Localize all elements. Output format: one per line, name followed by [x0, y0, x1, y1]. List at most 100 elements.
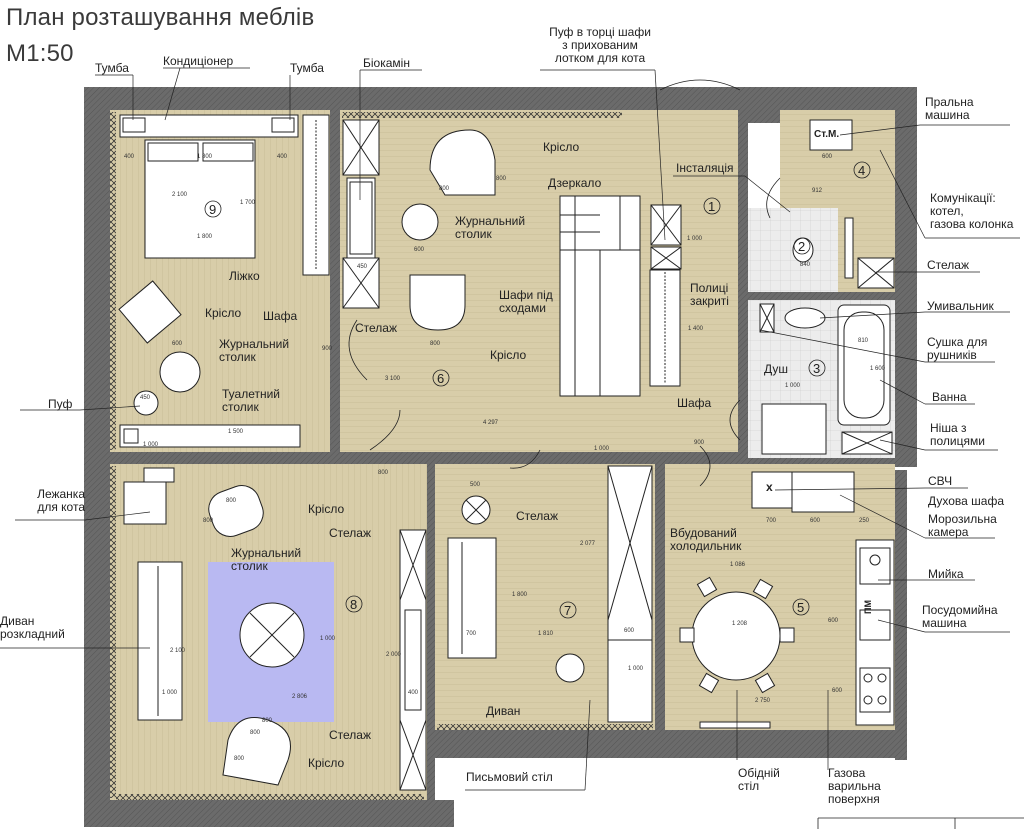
dimensions: 1 800 400 400 2 100 1 700 1 800 600 450 …: [124, 154, 886, 762]
svg-text:2 077: 2 077: [580, 541, 596, 547]
svg-text:2 806: 2 806: [292, 694, 308, 700]
armchair-6b: [409, 274, 466, 331]
svg-text:1 400: 1 400: [688, 326, 704, 332]
label-shafy-skhody: Шафи під сходами: [499, 288, 553, 315]
svg-text:2 100: 2 100: [172, 192, 188, 198]
label-polytsi: Полиці закриті: [690, 281, 729, 308]
armchair-6a: [429, 129, 496, 196]
label-dukhova: Духова шафа: [928, 494, 1005, 508]
washbasin: [784, 307, 826, 329]
svg-text:1 800: 1 800: [512, 592, 528, 598]
washing-machine: [809, 119, 853, 151]
label-puf: Пуф: [48, 397, 73, 411]
label-zhurnal-8: Журнальний столик: [231, 546, 302, 573]
label-stelazh-bath: Стелаж: [927, 258, 970, 272]
svg-text:1 000: 1 000: [628, 666, 644, 672]
label-krislo-6b: Крісло: [490, 348, 527, 362]
label-obidnyi: Обідній стіл: [738, 766, 780, 793]
label-krislo-8a: Крісло: [308, 502, 345, 516]
label-zhurnal-9: Журнальний столик: [219, 337, 290, 364]
svg-text:3 100: 3 100: [385, 376, 401, 382]
label-biokamin: Біокамін: [363, 56, 410, 70]
label-myika: Мийка: [928, 567, 964, 581]
label-dzerkalo: Дзеркало: [548, 176, 602, 190]
dining-table: [691, 591, 781, 681]
label-krislo-6a: Крісло: [543, 140, 580, 154]
svg-text:1 810: 1 810: [538, 631, 554, 637]
label-umyvalnyk: Умивальник: [927, 299, 994, 313]
label-puf-shafa: Пуф в торці шафи з прихованим лотком для…: [549, 25, 651, 65]
svg-text:1 800: 1 800: [197, 234, 213, 240]
label-nisha: Ніша з полицями: [930, 421, 985, 448]
label-posudo: Посудомийна машина: [922, 603, 998, 630]
armchair-room-9: [118, 280, 182, 344]
svg-text:800: 800: [439, 186, 450, 192]
room-numbers: 1 2 3 4 5 6 7 8 9: [204, 161, 871, 619]
svg-text:800: 800: [496, 176, 507, 182]
svg-text:2 750: 2 750: [755, 698, 771, 704]
svg-text:400: 400: [277, 154, 288, 160]
svg-text:840: 840: [800, 262, 811, 268]
staircase: [559, 195, 641, 397]
svg-text:800: 800: [262, 718, 273, 724]
label-stelazh-6: Стелаж: [355, 321, 398, 335]
label-lezhanka: Лежанка для кота: [37, 487, 85, 514]
oven: [791, 471, 855, 513]
svg-text:2 000: 2 000: [386, 652, 402, 658]
svg-text:250: 250: [859, 518, 870, 524]
label-tualet: Туалетний столик: [222, 387, 281, 414]
svg-text:600: 600: [624, 628, 635, 634]
label-stelazh-8a: Стелаж: [329, 526, 372, 540]
label-pysmovyi: Письмовий стіл: [466, 770, 553, 784]
svg-text:1 700: 1 700: [240, 200, 256, 206]
label-shafa-6: Шафа: [677, 396, 712, 410]
svg-text:4 297: 4 297: [483, 420, 499, 426]
label-lizhko: Ліжко: [229, 269, 260, 283]
outer-walls: [84, 87, 917, 827]
svg-text:912: 912: [812, 188, 823, 194]
svg-text:810: 810: [858, 338, 869, 344]
svg-text:2: 2: [798, 239, 805, 254]
label-krislo-9: Крісло: [205, 306, 242, 320]
sofa-7: [447, 537, 497, 659]
svg-text:600: 600: [414, 247, 425, 253]
label-moroz: Морозильна камера: [928, 512, 997, 539]
label-stelazh-8b: Стелаж: [329, 728, 372, 742]
svg-text:1 000: 1 000: [687, 236, 703, 242]
svg-text:8: 8: [350, 597, 357, 612]
sofa-bed: [137, 561, 183, 721]
pouf: [133, 390, 159, 416]
skirting: [110, 112, 653, 800]
svg-text:800: 800: [203, 518, 214, 524]
svg-text:900: 900: [694, 440, 705, 446]
dressing-table: [119, 424, 301, 448]
svg-text:800: 800: [430, 341, 441, 347]
svg-text:1 000: 1 000: [594, 446, 610, 452]
label-vbud: Вбудований холодильник: [670, 526, 742, 553]
svg-text:1 500: 1 500: [228, 429, 244, 435]
svg-text:1 800: 1 800: [197, 154, 213, 160]
svg-text:800: 800: [226, 498, 237, 504]
plan-title: План розташування меблів: [6, 4, 315, 31]
label-dyvan-7: Диван: [486, 704, 521, 718]
svg-text:700: 700: [466, 631, 477, 637]
svg-text:1 208: 1 208: [732, 621, 748, 627]
svg-text:800: 800: [234, 756, 245, 762]
label-dyvan-8: Диван розкладний: [0, 614, 65, 641]
svg-text:1 086: 1 086: [730, 562, 746, 568]
svg-text:1: 1: [708, 199, 715, 214]
svg-text:1 600: 1 600: [870, 366, 886, 372]
label-shafa-9: Шафа: [263, 309, 298, 323]
svg-text:1 000: 1 000: [162, 690, 178, 696]
plan-scale: М1:50: [6, 40, 74, 67]
svg-text:700: 700: [766, 518, 777, 524]
label-svch: СВЧ: [928, 474, 953, 488]
svg-text:800: 800: [250, 730, 261, 736]
desk-chair: [555, 653, 585, 683]
label-conditioner: Кондиціонер: [163, 54, 234, 68]
label-dush: Душ: [764, 362, 789, 376]
svg-text:1 000: 1 000: [785, 383, 801, 389]
svg-text:900: 900: [322, 346, 333, 352]
svg-text:400: 400: [408, 690, 419, 696]
cat-bed: [123, 481, 167, 525]
